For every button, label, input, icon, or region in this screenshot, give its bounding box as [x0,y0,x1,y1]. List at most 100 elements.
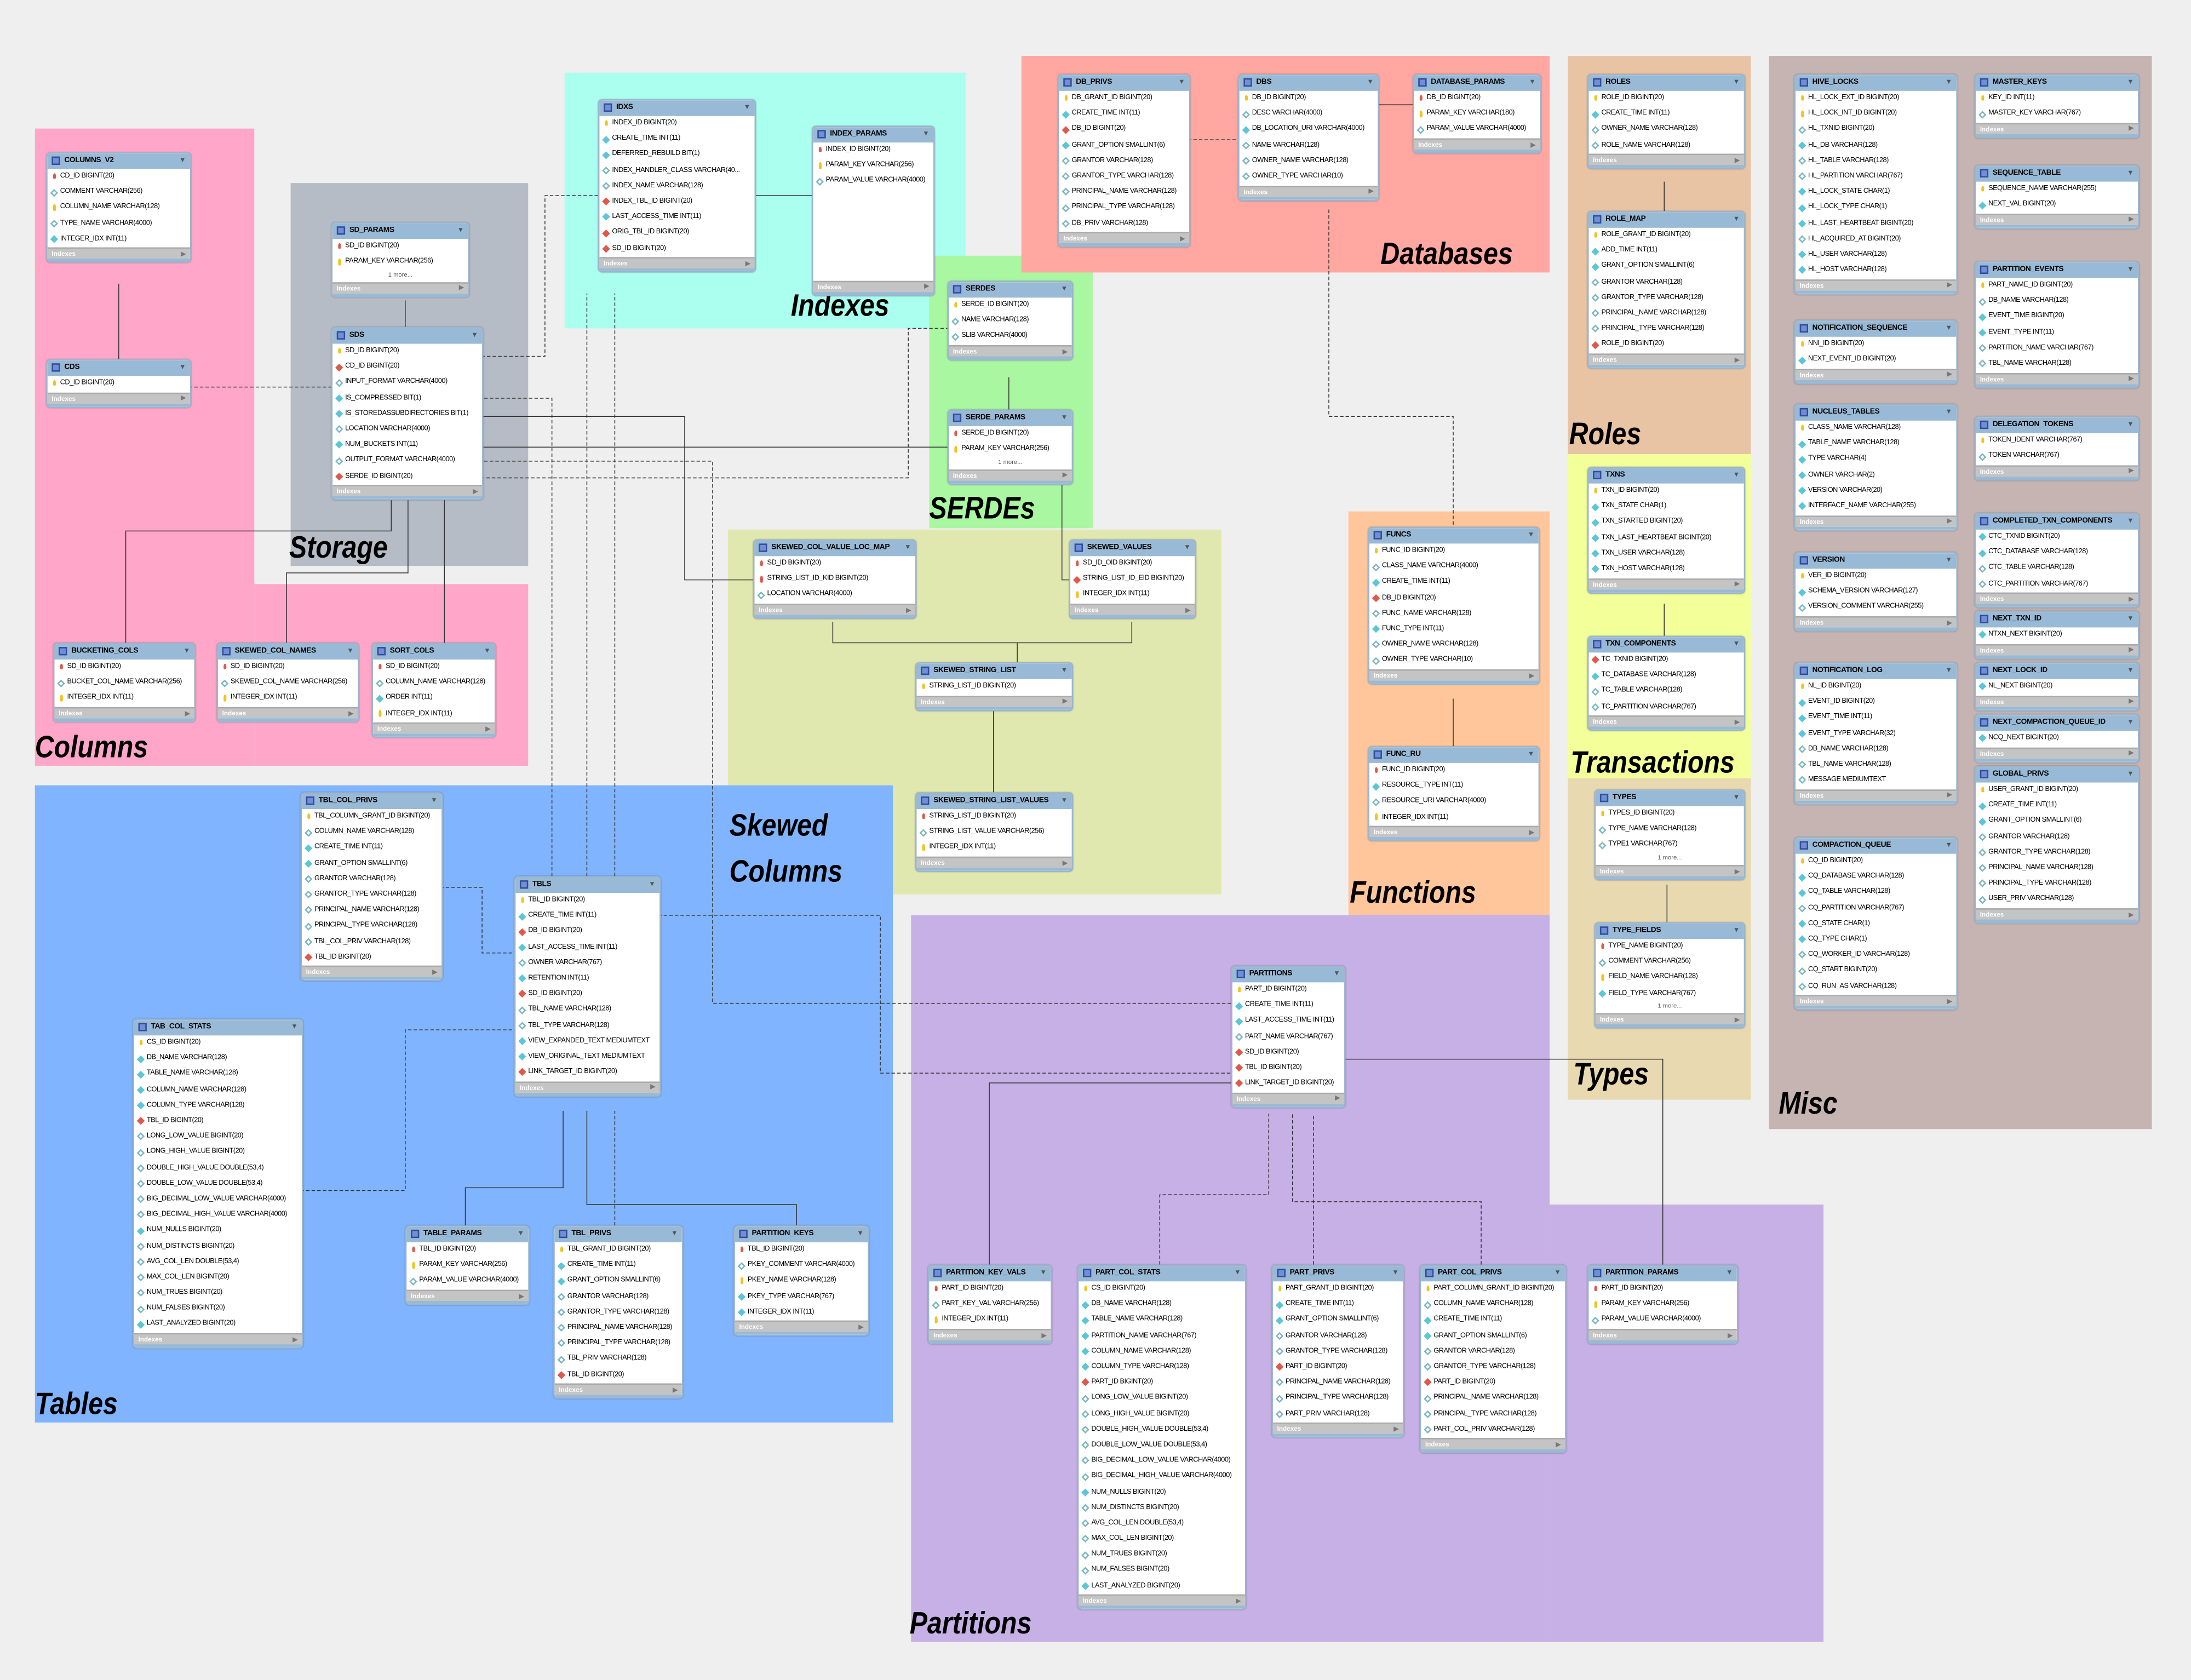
column-row[interactable]: HL_USER VARCHAR(128) [1796,246,1956,262]
collapse-arrow-icon[interactable]: ▼ [1945,324,1952,333]
collapse-arrow-icon[interactable]: ▼ [183,647,191,656]
table-serde-params[interactable]: SERDE_PARAMS▼SERDE_ID BIGINT(20)PARAM_KE… [947,409,1074,485]
column-row[interactable]: STRING_LIST_ID BIGINT(20) [916,809,1071,824]
column-row[interactable]: LOCATION VARCHAR(4000) [332,421,482,437]
table-header[interactable]: CDS▼ [47,360,190,375]
collapse-arrow-icon[interactable]: ▼ [431,796,438,806]
expand-arrow-icon[interactable]: ▶ [1393,1425,1399,1432]
column-row[interactable]: FIELD_NAME VARCHAR(128) [1596,970,1743,985]
table-header[interactable]: FUNC_RU▼ [1369,747,1539,762]
column-row[interactable]: LONG_HIGH_VALUE BIGINT(20) [134,1144,302,1160]
collapse-arrow-icon[interactable]: ▼ [2127,667,2134,675]
column-row[interactable]: CQ_STATE CHAR(1) [1796,916,1956,932]
column-row[interactable]: INTEGER_IDX INT(11) [373,706,495,721]
column-row[interactable]: COMMENT VARCHAR(256) [48,184,190,200]
column-row[interactable]: STRING_LIST_ID BIGINT(20) [916,679,1071,695]
column-row[interactable]: OWNER_NAME VARCHAR(128) [1240,153,1378,169]
expand-arrow-icon[interactable]: ▶ [1947,618,1952,626]
column-row[interactable]: PART_COL_PRIV VARCHAR(128) [1421,1421,1565,1437]
column-row[interactable]: PART_ID BIGINT(20) [929,1281,1051,1297]
table-header[interactable]: TXN_COMPONENTS▼ [1588,637,1744,652]
column-row[interactable]: CREATE_TIME INT(11) [515,908,659,924]
indexes-section[interactable]: Indexes▶ [1976,593,2138,604]
indexes-section[interactable]: Indexes▶ [599,257,755,269]
table-compaction-queue[interactable]: COMPACTION_QUEUE▼CQ_ID BIGINT(20)CQ_DATA… [1794,837,1958,1011]
column-row[interactable]: AVG_COL_LEN DOUBLE(53,4) [1079,1515,1245,1531]
column-row[interactable]: NEXT_VAL BIGINT(20) [1976,197,2138,213]
column-row[interactable]: PART_GRANT_ID BIGINT(20) [1273,1281,1403,1297]
column-row[interactable]: PART_ID BIGINT(20) [1273,1359,1403,1375]
column-row[interactable]: PARAM_KEY VARCHAR(256) [406,1257,528,1273]
indexes-section[interactable]: Indexes▶ [1272,1423,1403,1434]
column-row[interactable]: RESOURCE_URI VARCHAR(4000) [1369,794,1539,810]
column-row[interactable]: FUNC_ID BIGINT(20) [1369,543,1539,559]
column-row[interactable]: CQ_DATABASE VARCHAR(128) [1796,869,1956,885]
column-row[interactable]: PKEY_TYPE VARCHAR(767) [735,1288,868,1304]
table-header[interactable]: TBL_PRIVS▼ [554,1226,682,1242]
table-header[interactable]: TABLE_PARAMS▼ [406,1226,529,1242]
column-row[interactable]: NEXT_EVENT_ID BIGINT(20) [1796,352,1956,368]
indexes-section[interactable]: Indexes▶ [1796,369,1957,380]
column-row[interactable]: SD_ID BIGINT(20) [755,555,915,571]
indexes-section[interactable]: Indexes▶ [735,1321,868,1333]
column-row[interactable]: EVENT_ID BIGINT(20) [1796,694,1956,710]
column-row[interactable]: TBL_ID BIGINT(20) [735,1242,868,1258]
column-row[interactable]: VERSION VARCHAR(20) [1796,483,1956,498]
column-row[interactable]: TOKEN VARCHAR(767) [1976,448,2138,464]
column-row[interactable]: GRANT_OPTION SMALLINT(6) [1588,259,1743,274]
column-row[interactable]: VERSION_COMMENT VARCHAR(255) [1796,599,1956,615]
table-skewed-col-value-loc-map[interactable]: SKEWED_COL_VALUE_LOC_MAP▼SD_ID BIGINT(20… [753,539,917,620]
column-row[interactable]: DB_ID BIGINT(20) [1414,90,1540,106]
collapse-arrow-icon[interactable]: ▼ [2127,517,2134,526]
table-header[interactable]: NEXT_LOCK_ID▼ [1976,663,2138,679]
column-row[interactable]: DB_ID BIGINT(20) [515,924,659,939]
column-row[interactable]: BIG_DECIMAL_HIGH_VALUE VARCHAR(4000) [1079,1468,1245,1484]
expand-arrow-icon[interactable]: ▶ [1062,858,1068,866]
column-row[interactable]: PRINCIPAL_NAME VARCHAR(128) [1588,305,1743,321]
column-row[interactable]: USER_GRANT_ID BIGINT(20) [1976,782,2138,798]
table-header[interactable]: SORT_COLS▼ [373,644,495,659]
column-row[interactable]: NTXN_NEXT BIGINT(20) [1976,627,2138,643]
table-header[interactable]: SKEWED_STRING_LIST▼ [916,663,1072,679]
column-row[interactable]: DESC VARCHAR(4000) [1240,106,1378,122]
column-row[interactable]: PRINCIPAL_NAME VARCHAR(128) [302,902,441,918]
table-partition-keys[interactable]: PARTITION_KEYS▼TBL_ID BIGINT(20)PKEY_COM… [733,1225,869,1337]
table-next-txn-id[interactable]: NEXT_TXN_ID▼NTXN_NEXT BIGINT(20)Indexes▶ [1974,610,2140,660]
table-header[interactable]: INDEX_PARAMS▼ [813,127,934,142]
column-row[interactable]: SERDE_ID BIGINT(20) [949,426,1071,441]
column-row[interactable]: BIG_DECIMAL_LOW_VALUE VARCHAR(4000) [1079,1453,1245,1469]
column-row[interactable]: PRINCIPAL_NAME VARCHAR(128) [555,1320,682,1335]
collapse-arrow-icon[interactable]: ▼ [1945,667,1952,675]
column-row[interactable]: FIELD_TYPE VARCHAR(767) [1596,985,1743,1001]
column-row[interactable]: TXN_LAST_HEARTBEAT BIGINT(20) [1588,530,1743,546]
table-version[interactable]: VERSION▼VER_ID BIGINT(20)SCHEMA_VERSION … [1794,552,1958,632]
expand-arrow-icon[interactable]: ▶ [181,394,186,402]
indexes-section[interactable]: Indexes▶ [1369,669,1539,681]
indexes-section[interactable]: Indexes▶ [1070,604,1195,615]
column-row[interactable]: SD_ID BIGINT(20) [218,659,358,675]
table-sd-params[interactable]: SD_PARAMS▼SD_ID BIGINT(20)PARAM_KEY VARC… [331,222,470,298]
column-row[interactable]: COLUMN_NAME VARCHAR(128) [1079,1343,1245,1359]
table-skewed-string-list[interactable]: SKEWED_STRING_LIST▼STRING_LIST_ID BIGINT… [915,662,1074,711]
collapse-arrow-icon[interactable]: ▼ [291,1023,298,1032]
table-index-params[interactable]: INDEX_PARAMS▼INDEX_ID BIGINT(20)PARAM_KE… [812,125,935,296]
column-row[interactable]: CTC_DATABASE VARCHAR(128) [1976,544,2138,560]
indexes-section[interactable]: Indexes▶ [1588,154,1744,165]
column-row[interactable]: TXN_STATE CHAR(1) [1588,498,1743,514]
expand-arrow-icon[interactable]: ▶ [745,259,750,267]
column-row[interactable]: CQ_TYPE CHAR(1) [1796,931,1956,947]
column-row[interactable]: LAST_ANALYZED BIGINT(20) [134,1316,302,1332]
collapse-arrow-icon[interactable]: ▼ [2127,266,2134,274]
collapse-arrow-icon[interactable]: ▼ [1529,78,1536,87]
expand-arrow-icon[interactable]: ▶ [650,1083,656,1091]
column-row[interactable]: COLUMN_NAME VARCHAR(128) [373,674,495,690]
table-header[interactable]: MASTER_KEYS▼ [1976,75,2138,90]
table-next-compaction-queue-id[interactable]: NEXT_COMPACTION_QUEUE_ID▼NCQ_NEXT BIGINT… [1974,714,2140,763]
table-header[interactable]: SKEWED_STRING_LIST_VALUES▼ [916,793,1072,809]
table-header[interactable]: DBS▼ [1239,75,1378,90]
column-row[interactable]: PKEY_NAME VARCHAR(128) [735,1273,868,1289]
indexes-section[interactable]: Indexes▶ [1414,138,1540,150]
table-next-lock-id[interactable]: NEXT_LOCK_ID▼NL_NEXT BIGINT(20)Indexes▶ [1974,662,2140,711]
collapse-arrow-icon[interactable]: ▼ [347,647,354,656]
column-row[interactable]: TBL_ID BIGINT(20) [555,1367,682,1383]
